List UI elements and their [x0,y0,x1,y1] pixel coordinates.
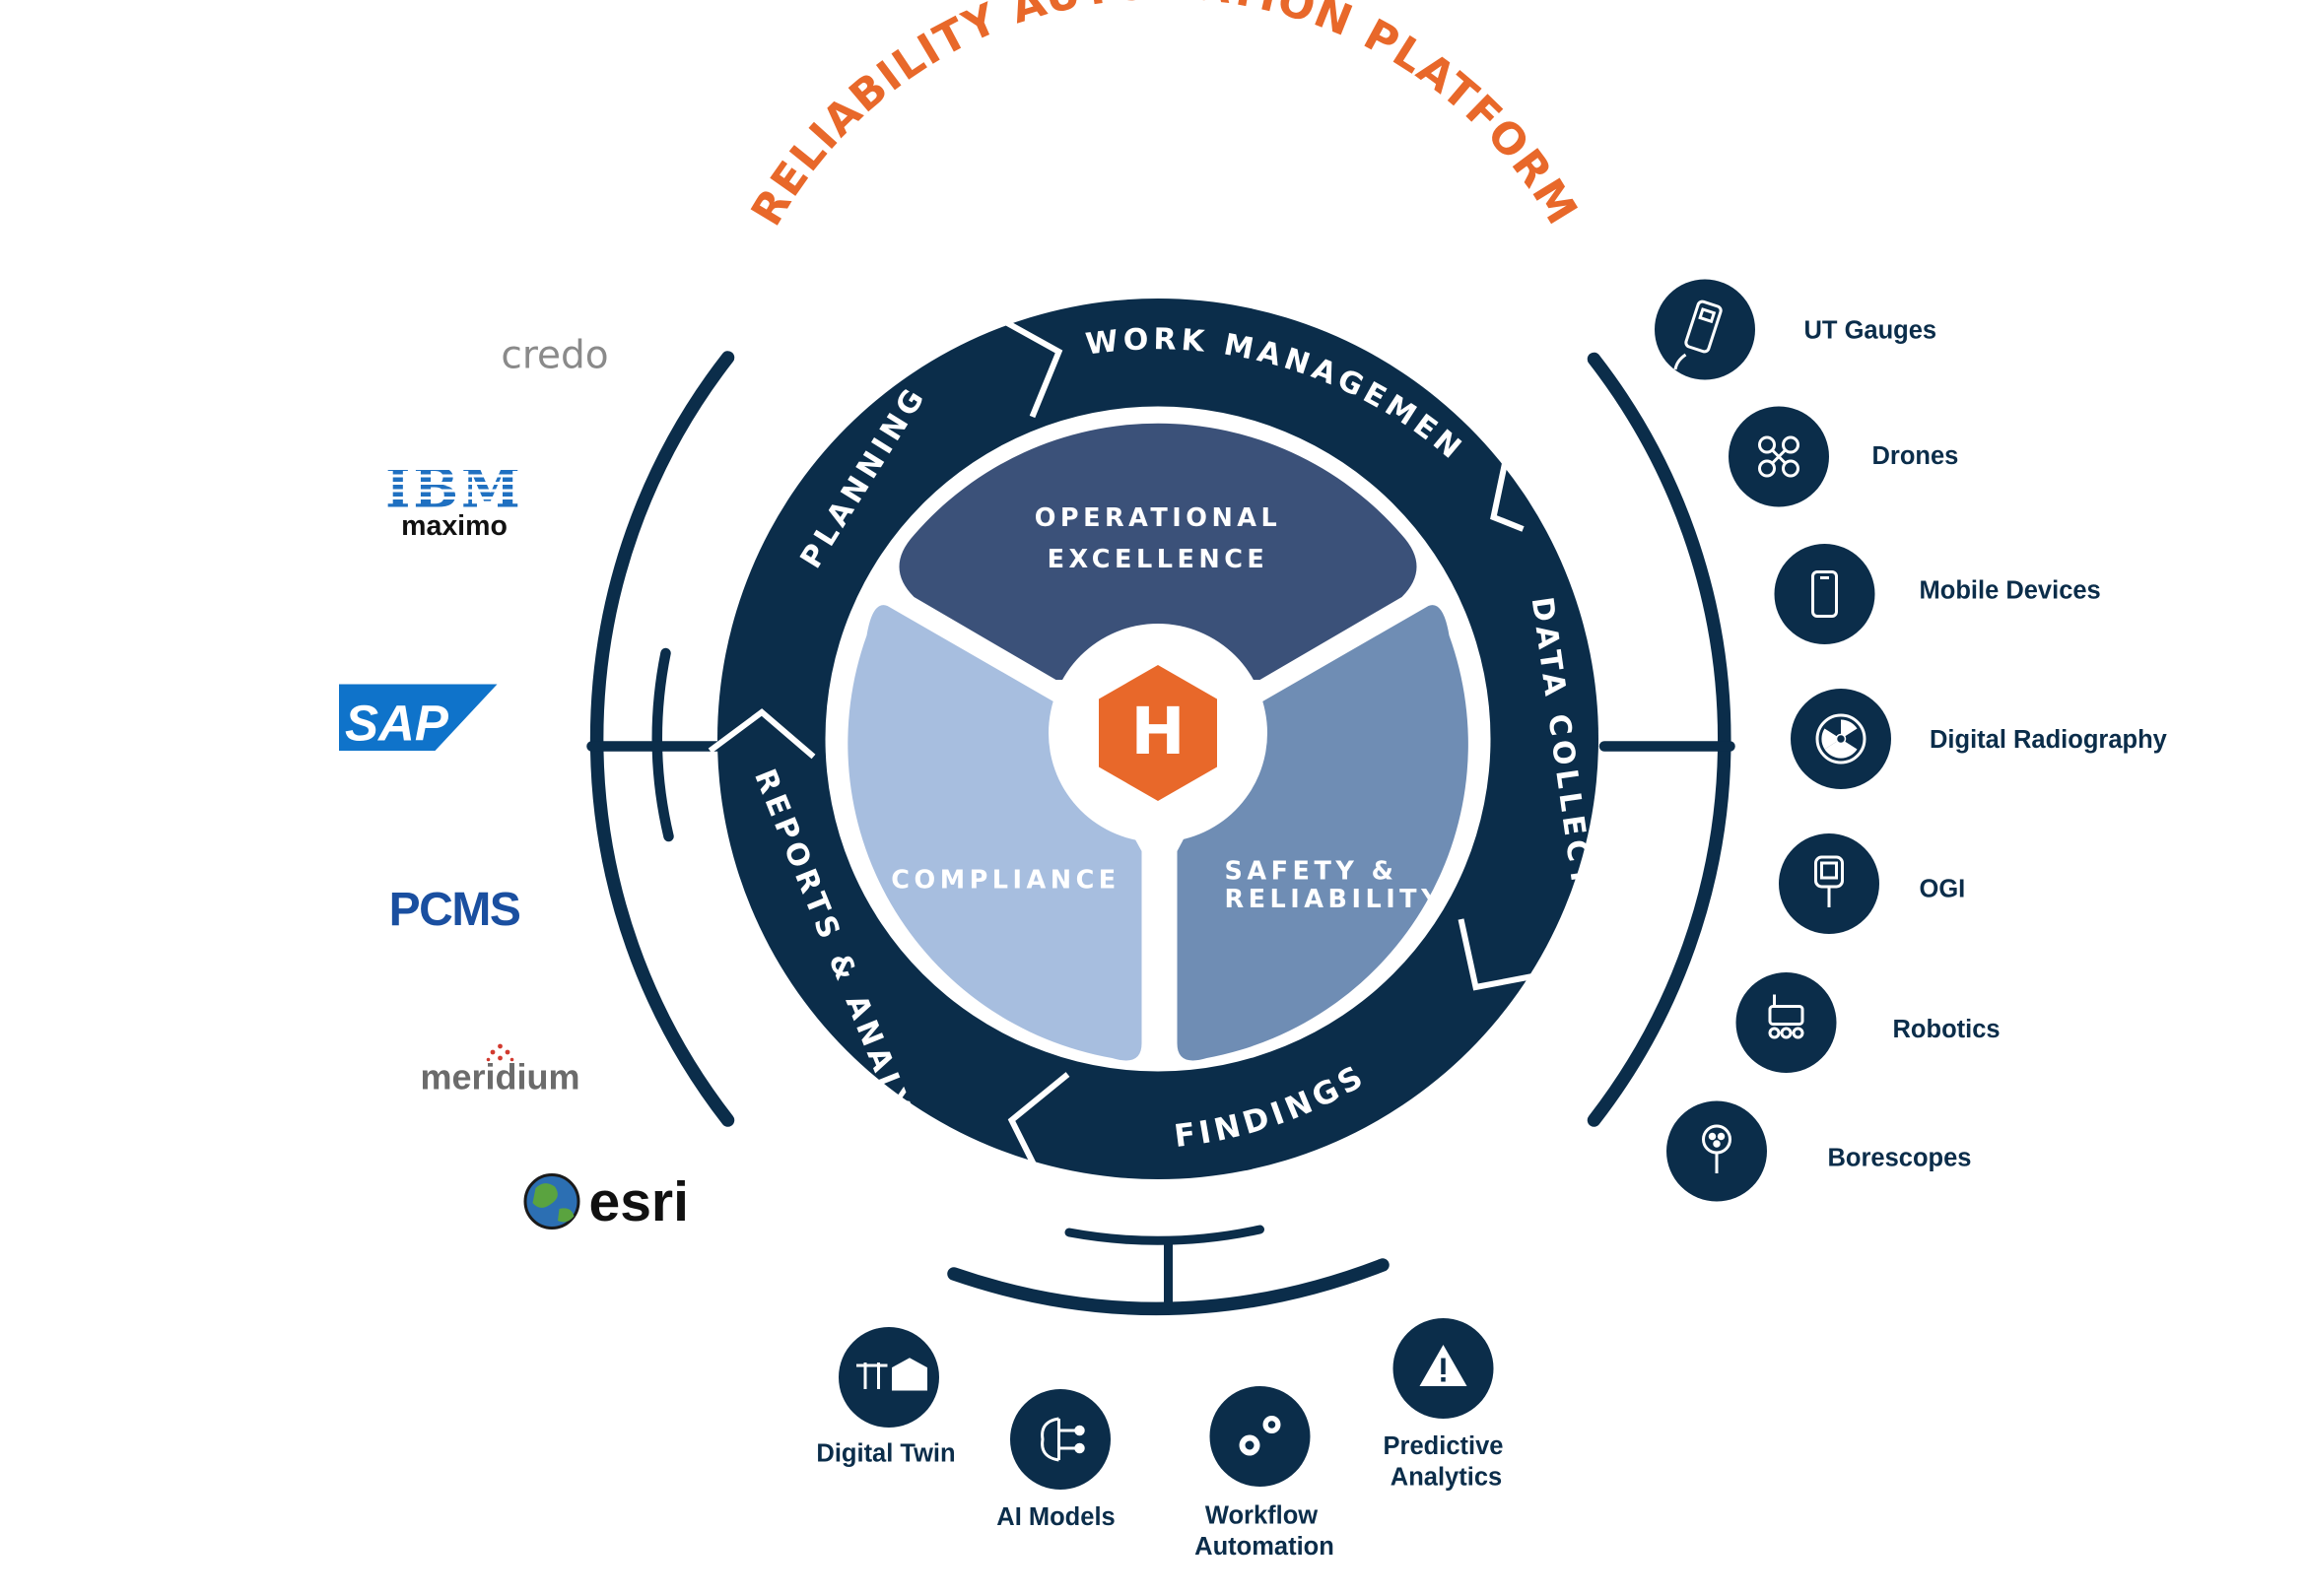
operational-label-line2: EXCELLENCE [1048,545,1269,574]
ring-chevrons [708,319,1539,1169]
data-source-digital-radiography: Digital Radiography [1791,689,2168,789]
right-bracket [1587,352,1731,1127]
ibm-logo-stripes [387,467,521,499]
integration-logos: credo IBM maximo SAP PCMS meridium [339,334,689,1233]
label-workflow-line2: Automation [1194,1533,1334,1561]
robot-icon [1768,994,1804,1039]
label-digital-radiography: Digital Radiography [1930,726,2168,754]
left-bracket [589,351,735,1127]
sap-logo: SAP [345,696,449,752]
hexagon-logo-letter: H [1130,694,1185,769]
bottom-bracket [947,1258,1390,1316]
data-source-list: UT Gauges Drones Mobile Devices [1655,279,2168,1202]
capability-digital-twin: Digital Twin [816,1327,956,1468]
gears-icon [1239,1416,1281,1456]
label-borescopes: Borescopes [1828,1145,1972,1172]
safety-label-line2: RELIABILITY [1225,885,1445,914]
label-ogi: OGI [1920,876,1966,903]
warning-icon [1419,1345,1467,1386]
data-source-mobile-devices: Mobile Devices [1774,544,2101,644]
label-predictive-line1: Predictive [1384,1432,1504,1460]
label-drones: Drones [1872,442,1959,470]
meridium-logo: meridium [420,1057,579,1097]
label-ut-gauges: UT Gauges [1804,317,1937,345]
capability-predictive-analytics: Predictive Analytics [1384,1318,1504,1492]
pcms-logo: PCMS [389,884,520,936]
operational-label-line1: OPERATIONAL [1035,503,1282,533]
label-ai-models: AI Models [996,1503,1115,1531]
credo-logo: credo [501,334,608,378]
capability-list: Digital Twin AI Models Workflow [816,1318,1503,1561]
data-source-borescopes: Borescopes [1666,1100,1972,1202]
compliance-label: COMPLIANCE [891,866,1120,896]
outer-brackets [586,351,1735,1316]
maximo-logo: maximo [401,510,508,542]
radiation-icon [1815,713,1866,765]
label-predictive-line2: Analytics [1391,1464,1502,1492]
bottom-inner-bracket [1064,1225,1264,1245]
platform-title: RELIABILITY AUTOMATION PLATFORM [742,0,1587,234]
sap-logo-shape [339,684,498,751]
label-workflow-line1: Workflow [1205,1502,1318,1530]
data-source-robotics: Robotics [1735,972,2001,1073]
esri-logo: esri [589,1170,689,1233]
data-source-drones: Drones [1729,406,1959,507]
ut-gauge-icon [1673,299,1723,370]
esri-globe-icon [523,1173,580,1230]
capability-workflow-automation: Workflow Automation [1194,1386,1334,1561]
label-digital-twin: Digital Twin [816,1440,955,1468]
capability-ai-models: AI Models [996,1389,1116,1531]
segment-operational-excellence [899,423,1417,680]
safety-label-line1: SAFETY & [1225,857,1398,887]
label-robotics: Robotics [1893,1016,2001,1043]
label-mobile-devices: Mobile Devices [1920,577,2101,605]
hexagon-logo [1099,665,1217,801]
drone-icon [1758,435,1799,478]
meridium-dots [486,1043,514,1062]
data-source-ogi: OGI [1779,833,1965,934]
data-source-ut-gauges: UT Gauges [1655,279,1937,380]
ai-brain-icon [1041,1417,1085,1462]
mobile-device-icon [1811,570,1838,618]
borescope-icon [1702,1124,1731,1173]
ogi-camera-icon [1814,855,1844,907]
digital-twin-icon [856,1358,927,1391]
